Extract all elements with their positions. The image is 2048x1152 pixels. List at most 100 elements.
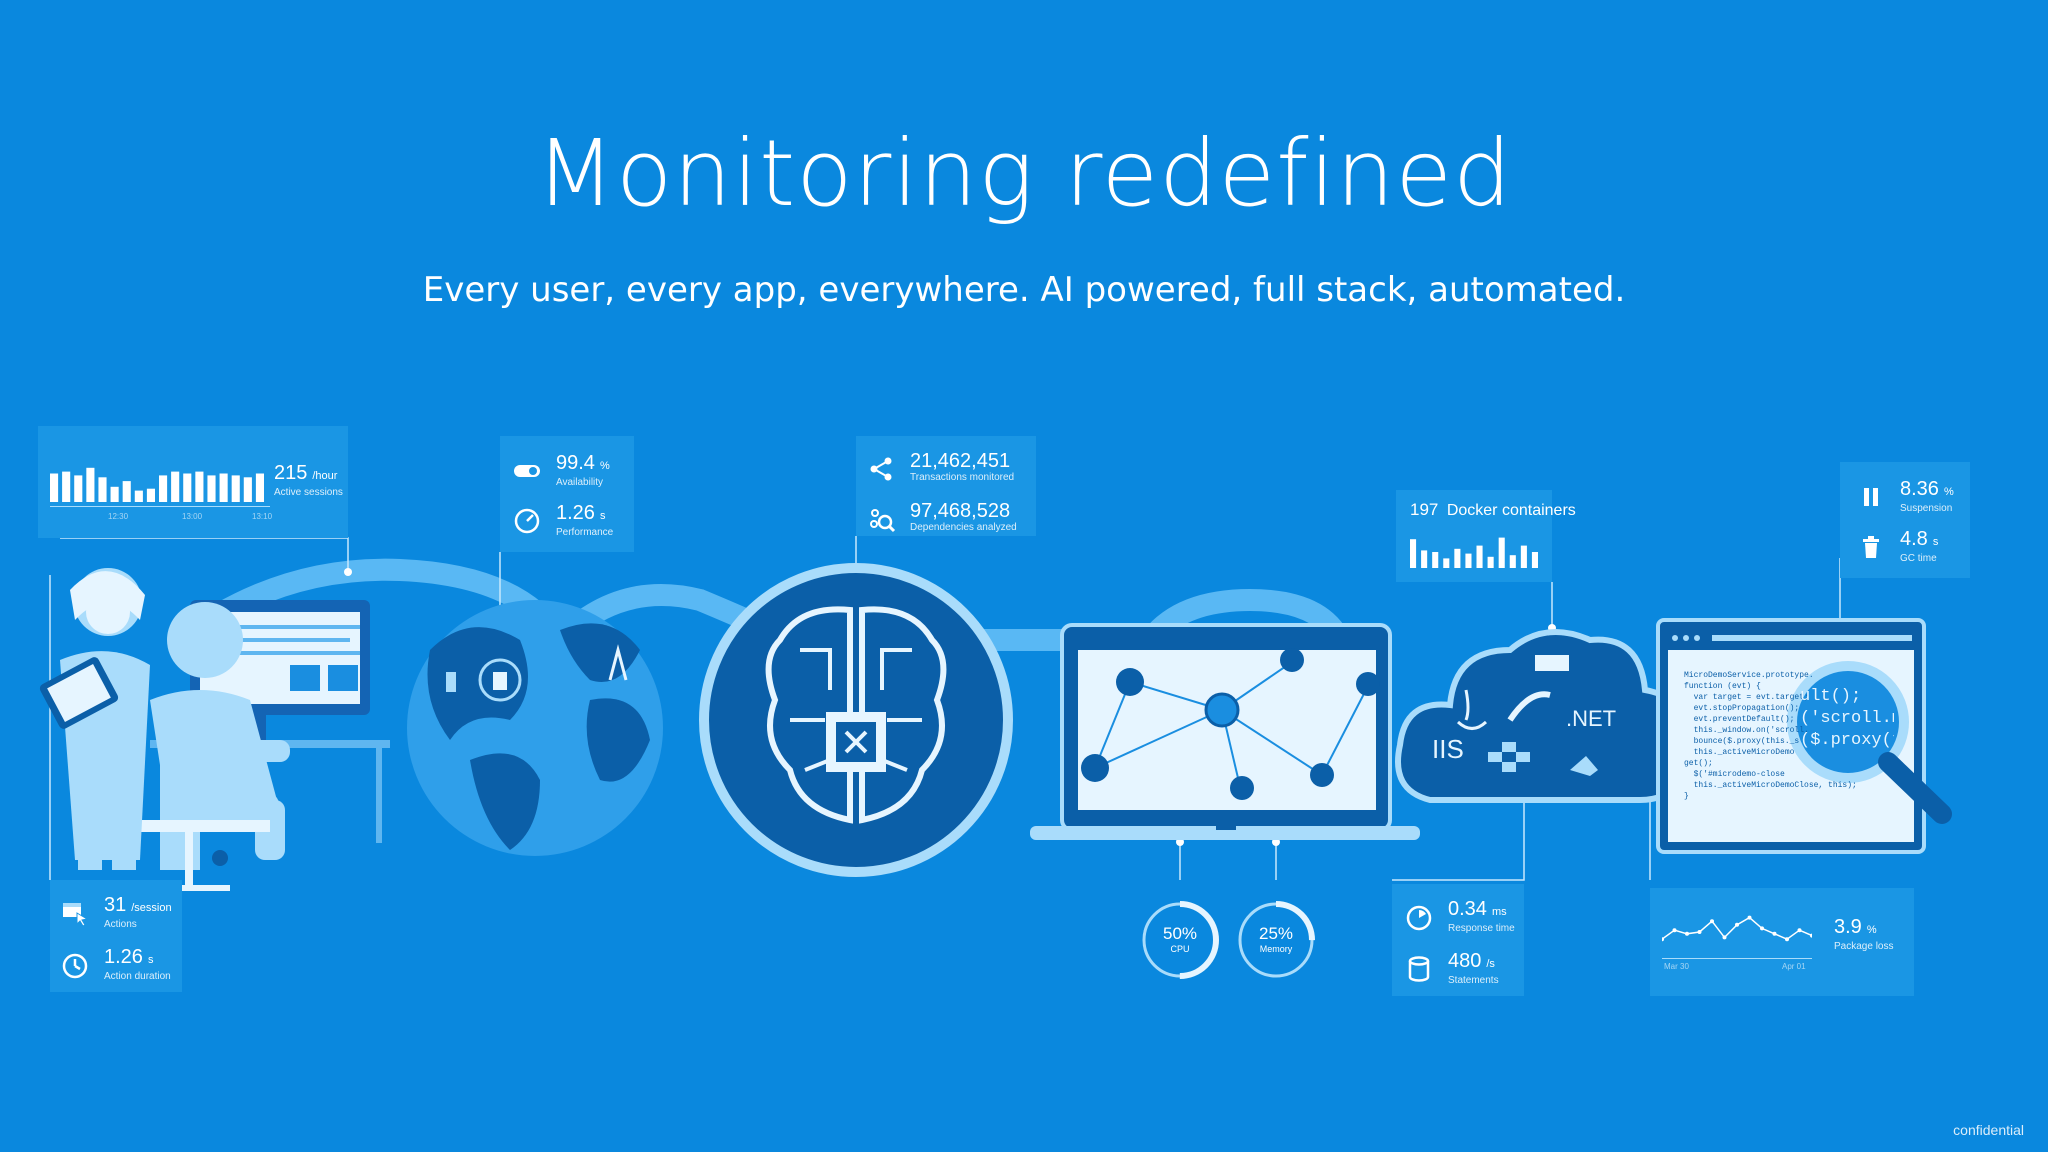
sessions-bar xyxy=(98,477,107,502)
gauge-cpu-arc xyxy=(1141,901,1219,979)
docker-bar xyxy=(1531,552,1538,568)
trash-icon xyxy=(1863,536,1879,558)
gauge-memory-arc xyxy=(1237,901,1315,979)
statements-value: 480 xyxy=(1448,950,1482,972)
statements-unit: /s xyxy=(1486,958,1495,970)
package-point xyxy=(1747,915,1752,920)
docker-bar xyxy=(1509,555,1516,568)
response-value: 0.34 xyxy=(1448,898,1487,920)
sessions-bar xyxy=(243,477,252,502)
performance-label: Performance xyxy=(556,527,614,538)
duration-label: Action duration xyxy=(104,971,171,982)
cpu-value: 50% xyxy=(1162,924,1198,943)
package-point xyxy=(1735,922,1739,927)
package-point xyxy=(1685,931,1689,936)
timer-icon xyxy=(62,953,88,979)
duration-value: 1.26 xyxy=(104,946,143,968)
package-point xyxy=(1662,937,1664,942)
package-unit: % xyxy=(1866,924,1877,936)
package-value: 3.9 xyxy=(1834,916,1862,938)
transactions-value: 21,462,451 xyxy=(910,450,1011,472)
docker-bar xyxy=(1454,548,1461,568)
sessions-bar xyxy=(86,467,95,502)
gauge-cpu xyxy=(1141,901,1219,979)
sessions-panel: 12:30 13:00 13:10 215/hour Active sessio… xyxy=(38,426,348,538)
docker-bar-chart xyxy=(1410,537,1538,568)
availability-unit: % xyxy=(599,460,610,472)
docker-value: 197 xyxy=(1410,500,1439,519)
memory-gauge-text: 25% Memory xyxy=(1241,924,1311,954)
response-label: Response time xyxy=(1448,923,1515,934)
actions-stat: 31/session Actions xyxy=(60,894,172,931)
sessions-bar xyxy=(219,473,228,502)
cloud-label-iis: IIS xyxy=(1432,734,1464,764)
docker-bar xyxy=(1410,539,1417,568)
db-panel: 0.34 ms Response time 480/s Statements xyxy=(1392,884,1524,996)
share-icon xyxy=(870,457,892,481)
sessions-label: Active sessions xyxy=(274,487,343,498)
users-illustration xyxy=(39,568,390,891)
package-panel: Mar 30 Apr 01 3.9% Package loss xyxy=(1650,888,1914,996)
lens-line-2: ('scroll.mic xyxy=(1800,709,1894,728)
dependency-search-icon xyxy=(870,509,896,533)
stopwatch-icon xyxy=(1406,905,1432,931)
statements-stat: 480/s Statements xyxy=(1404,950,1499,987)
toggle-icon xyxy=(514,465,540,477)
page-subtitle: Every user, every app, everywhere. AI po… xyxy=(422,270,1626,310)
suspension-label: Suspension xyxy=(1900,503,1953,514)
pause-icon xyxy=(1864,488,1878,506)
performance-stat: 1.26 s Performance xyxy=(512,502,613,539)
code-line: get(); xyxy=(1684,759,1713,768)
database-icon xyxy=(1408,956,1430,982)
lens-line-1: ult(); xyxy=(1800,687,1862,706)
docker-bar xyxy=(1487,556,1494,568)
cloud-illustration xyxy=(1395,629,1692,803)
click-action-icon xyxy=(63,903,89,927)
dependencies-stat: 97,468,528 Dependencies analyzed xyxy=(866,500,1017,534)
package-tick-1: Mar 30 xyxy=(1664,962,1689,971)
sessions-bar xyxy=(62,471,71,502)
docker-bar xyxy=(1443,558,1450,568)
code-line: this._window.on('scroll. xyxy=(1684,726,1809,735)
package-point xyxy=(1797,928,1802,933)
connector-line-db xyxy=(1392,790,1525,881)
gc-unit: s xyxy=(1932,536,1939,548)
cloud-label-net: .NET xyxy=(1566,706,1617,731)
dependencies-value: 97,468,528 xyxy=(910,500,1011,522)
cpu-label: CPU xyxy=(1170,944,1190,954)
brain-illustration xyxy=(699,563,1013,877)
transactions-label: Transactions monitored xyxy=(910,472,1015,483)
transactions-stat: 21,462,451 Transactions monitored xyxy=(866,450,1014,484)
package-line-chart xyxy=(1662,915,1812,942)
docker-bar xyxy=(1498,537,1505,568)
lens-line-3: ($.proxy(t xyxy=(1800,731,1894,750)
code-line: this._activeMicroDemoClose, this); xyxy=(1684,781,1857,790)
sessions-bar xyxy=(207,475,216,502)
sessions-tick-2: 13:00 xyxy=(182,512,203,521)
response-unit: ms xyxy=(1491,906,1507,918)
suspension-stat: 8.36% Suspension xyxy=(1856,478,1954,515)
performance-unit: s xyxy=(599,510,606,522)
ai-panel: 21,462,451 Transactions monitored 97,468… xyxy=(856,436,1036,536)
sessions-bar xyxy=(255,473,264,502)
package-label: Package loss xyxy=(1834,941,1894,952)
connector-band xyxy=(169,558,1351,658)
docker-bar xyxy=(1465,553,1472,568)
availability-value: 99.4 xyxy=(556,452,595,474)
sessions-stat: 215/hour Active sessions xyxy=(274,462,343,499)
sessions-tick-3: 13:10 xyxy=(252,512,273,521)
connector-line-sessions xyxy=(60,537,349,572)
code-line: MicroDemoService.prototype. xyxy=(1684,671,1814,680)
docker-bar xyxy=(1476,545,1483,568)
docker-label: Docker containers xyxy=(1446,502,1576,519)
performance-value: 1.26 xyxy=(556,502,595,524)
package-point xyxy=(1785,937,1789,942)
code-line: $('#microdemo-close xyxy=(1684,770,1785,779)
actions-label: Actions xyxy=(104,919,137,930)
package-point xyxy=(1772,931,1777,936)
sessions-bar xyxy=(134,490,143,502)
sessions-bar xyxy=(195,471,204,502)
